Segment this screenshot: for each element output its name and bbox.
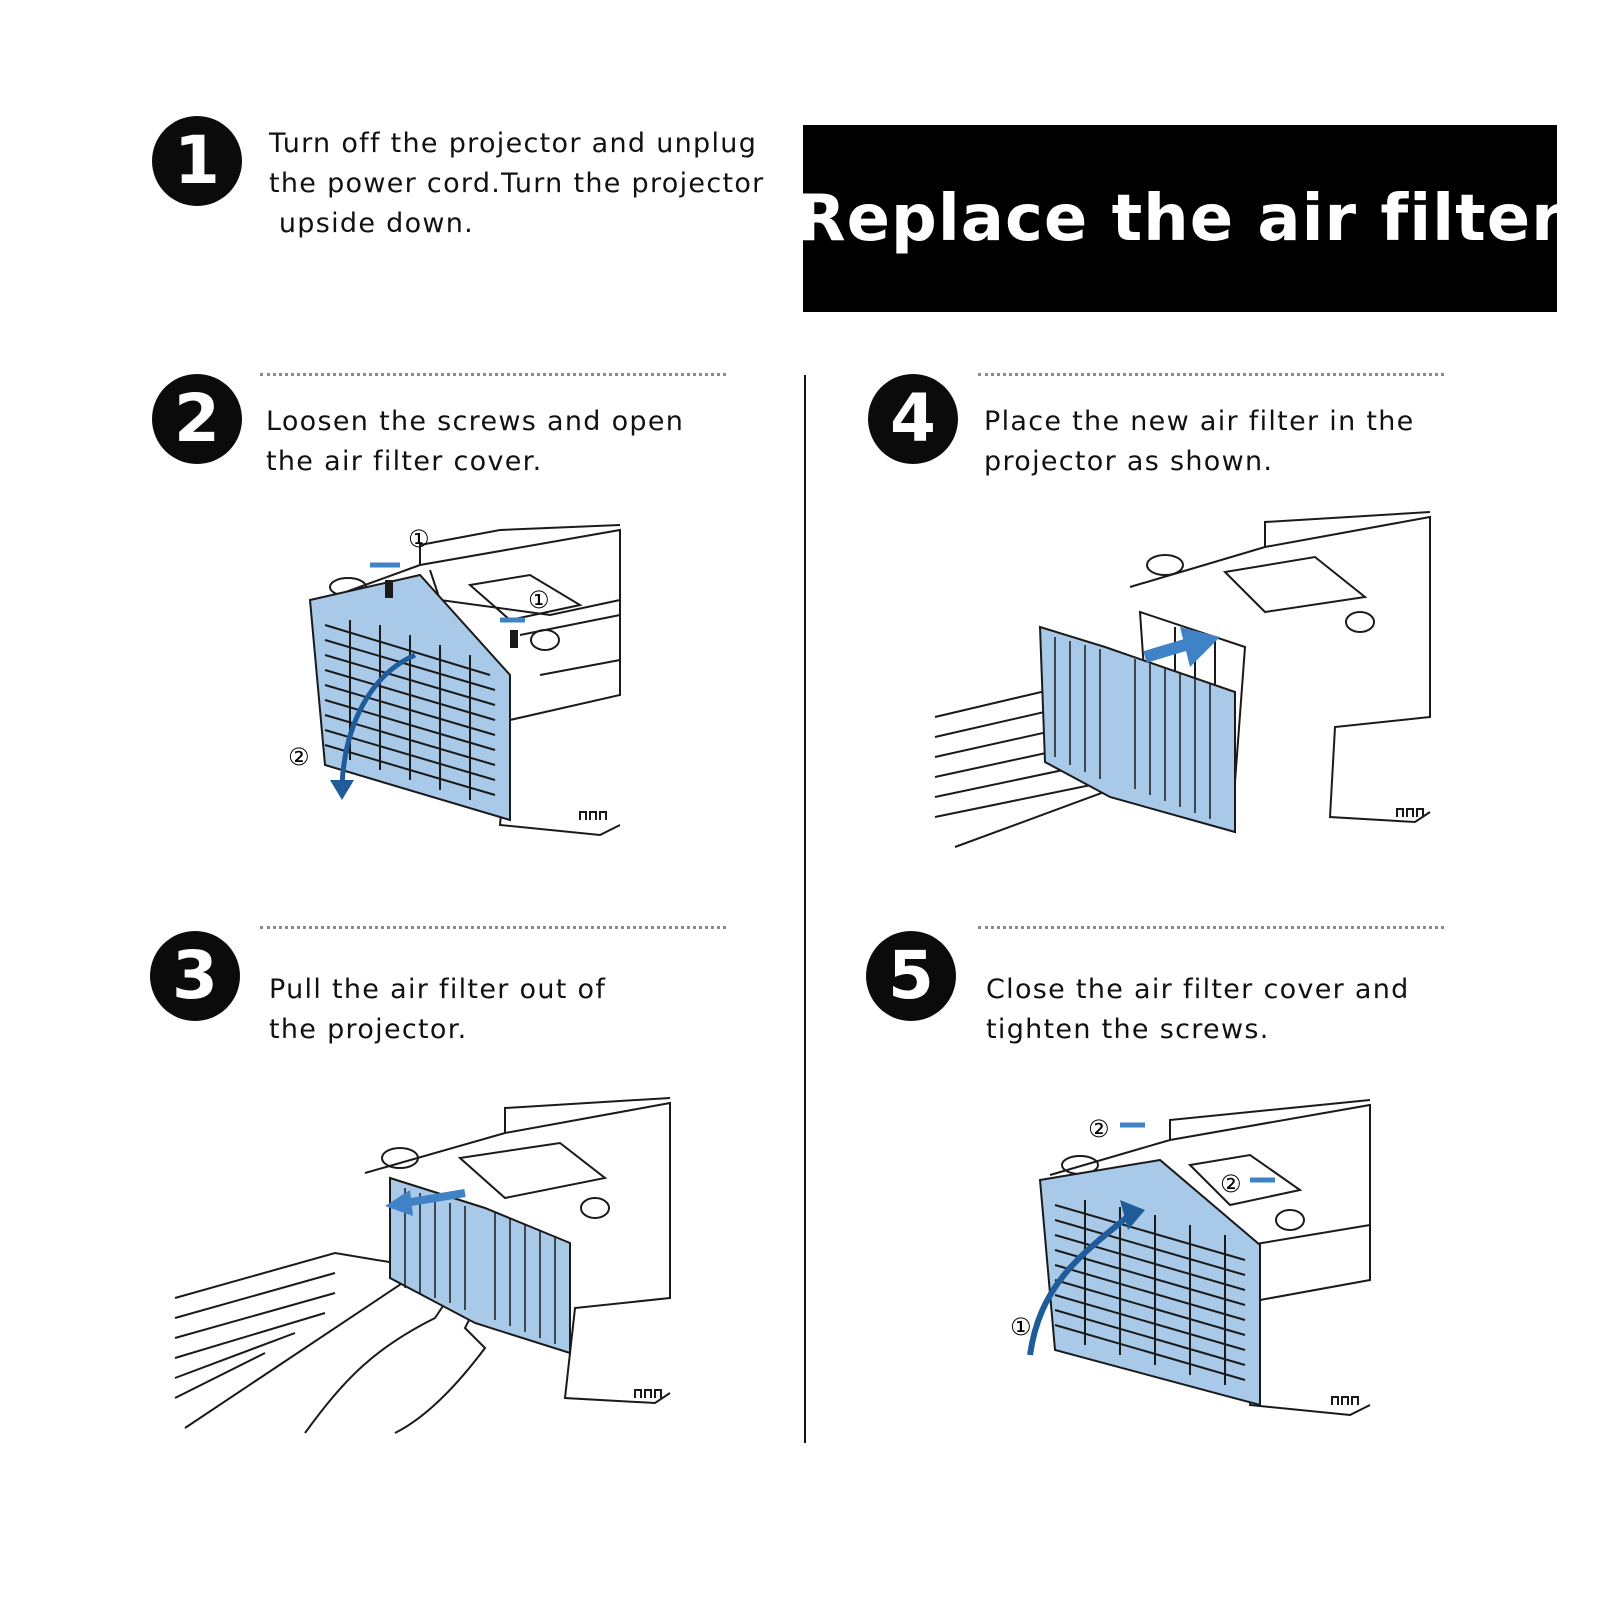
step-5-callout-1: ②	[1088, 1115, 1110, 1143]
separator-left-2	[260, 926, 726, 929]
step-5-number: 5	[866, 931, 956, 1021]
step-4-text: Place the new air filter in the projecto…	[984, 402, 1415, 482]
step-1-line-3: upside down.	[269, 208, 475, 239]
step-4-line-1: Place the new air filter in the	[984, 406, 1415, 437]
step-2-callout-3: ②	[288, 743, 310, 771]
separator-right-2	[978, 926, 1444, 929]
step-1-text: Turn off the projector and unplug the po…	[269, 124, 765, 244]
step-5-callout-3: ①	[1010, 1313, 1032, 1341]
step-3-line-1: Pull the air filter out of	[269, 974, 607, 1005]
step-5-line-1: Close the air filter cover and	[986, 974, 1410, 1005]
step-5-line-2: tighten the screws.	[986, 1014, 1270, 1045]
page-title: Replace the air filter	[796, 181, 1564, 256]
step-1-number: 1	[152, 116, 242, 206]
title-banner: Replace the air filter	[796, 125, 1563, 312]
separator-right-1	[978, 373, 1444, 376]
step-3-line-2: the projector.	[269, 1014, 468, 1045]
step-4-illustration	[934, 511, 1431, 848]
step-2-illustration: ① ① ②	[288, 524, 621, 837]
step-5-callout-2: ②	[1220, 1170, 1242, 1198]
step-4-number: 4	[868, 374, 958, 464]
step-3-text: Pull the air filter out of the projector…	[269, 970, 606, 1050]
step-3-illustration	[174, 1097, 671, 1434]
step-2-callout-2: ①	[528, 586, 550, 614]
step-3-number: 3	[150, 931, 240, 1021]
step-2-number: 2	[152, 374, 242, 464]
step-2-line-1: Loosen the screws and open	[266, 406, 685, 437]
step-5-text: Close the air filter cover and tighten t…	[986, 970, 1410, 1050]
step-2-callout-1: ①	[408, 525, 430, 553]
step-5-illustration: ② ② ①	[1010, 1099, 1371, 1417]
separator-left-1	[260, 373, 726, 376]
step-4-line-2: projector as shown.	[984, 446, 1274, 477]
step-1-line-1: Turn off the projector and unplug	[269, 128, 758, 159]
step-2-line-2: the air filter cover.	[266, 446, 543, 477]
step-1-line-2: the power cord.Turn the projector	[269, 168, 765, 199]
step-2-text: Loosen the screws and open the air filte…	[266, 402, 684, 482]
column-divider	[804, 375, 806, 1443]
